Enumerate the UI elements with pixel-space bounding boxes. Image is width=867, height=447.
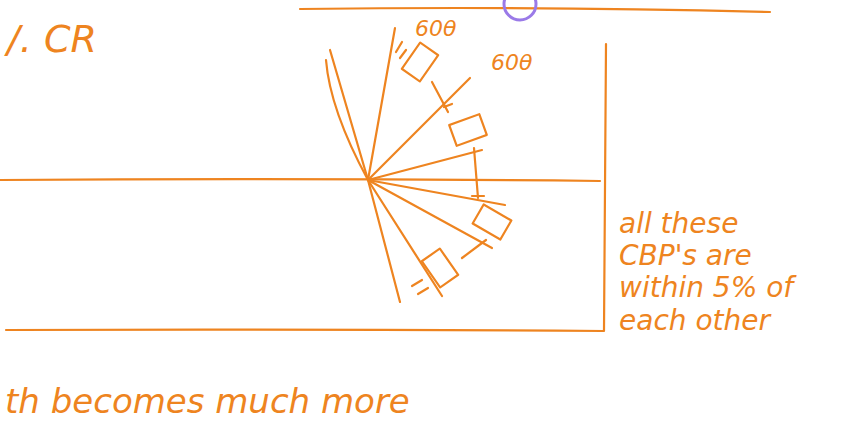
ray [368,180,400,302]
sample-boxes [402,43,512,288]
angle-label: 60θ [412,16,459,41]
ray [368,180,492,248]
ray [368,150,482,180]
tick [396,42,406,58]
ray [368,180,442,296]
tick [462,240,486,258]
note-text: th becomes much more [2,382,413,421]
sample-box [449,114,487,146]
tick [472,195,484,197]
sample-box [402,43,438,82]
frame-line [6,44,606,331]
middle-line [0,179,600,181]
note-text: all these CBP's are within 5% of each ot… [616,208,812,337]
arc-ticks [396,42,486,294]
marker-circle [504,0,536,20]
ray [326,60,368,180]
note-text: /. CR [4,18,100,62]
tick [474,148,478,198]
ray [368,78,470,180]
sample-box [473,204,512,239]
tick [444,104,452,107]
sample-box [422,249,458,288]
tick [412,280,428,294]
ray [330,50,368,180]
angle-label: 60θ [488,50,535,75]
ray-fan [326,28,505,302]
